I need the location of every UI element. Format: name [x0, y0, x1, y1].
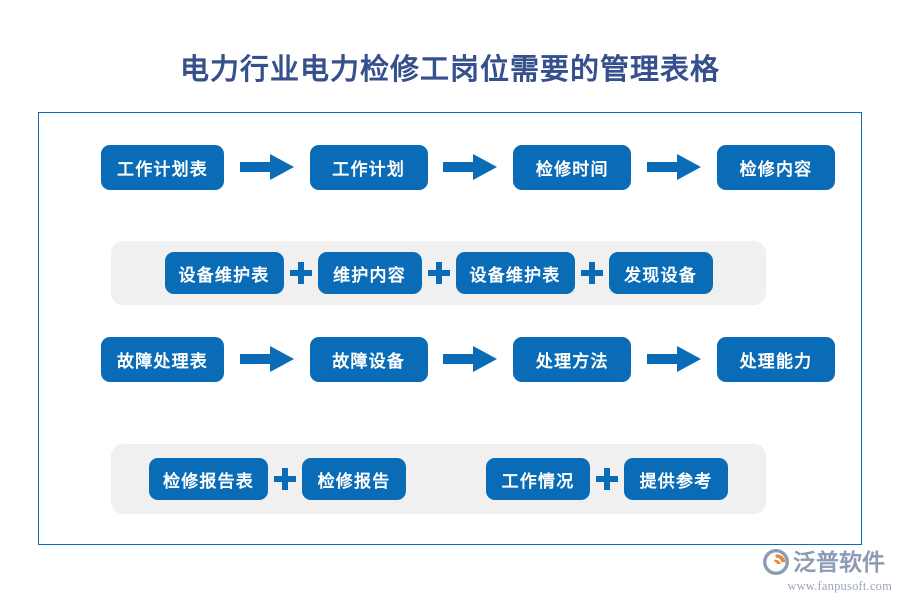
flow-node[interactable]: 设备维护表 [164, 252, 284, 294]
flow-node[interactable]: 处理方法 [513, 336, 632, 382]
flow-row-equipment-maintenance: 设备维护表 维护内容 设备维护表 [111, 241, 766, 305]
flow-node[interactable]: 工作计划 [309, 144, 428, 190]
arrow-right-icon [443, 154, 498, 180]
flow-node[interactable]: 发现设备 [608, 252, 713, 294]
flow-node-label: 设备维护表 [178, 265, 270, 285]
flow-node-label: 维护内容 [333, 265, 406, 285]
flow-node[interactable]: 处理能力 [716, 336, 835, 382]
flow-node[interactable]: 检修时间 [513, 144, 632, 190]
flow-node-label: 设备维护表 [469, 265, 561, 285]
flow-node-label: 检修报告表 [163, 471, 254, 491]
arrow-right-icon [239, 154, 294, 180]
flow-node[interactable]: 检修报告表 [149, 458, 268, 500]
brand-url: www.fanpusoft.com [787, 579, 892, 593]
brand-logo: 泛普软件 www.fanpusoft.com [762, 547, 892, 593]
flow-node[interactable]: 检修内容 [716, 144, 835, 190]
page-title: 电力行业电力检修工岗位需要的管理表格 [179, 54, 720, 86]
arrow-right-icon [443, 346, 498, 372]
flow-row-work-plan: 工作计划表 工作计划 检修时间 [39, 137, 863, 197]
flow-node-label: 检修报告 [317, 471, 391, 491]
brand-logo-row: 泛普软件 [762, 547, 892, 577]
flow-node-label: 处理方法 [535, 351, 609, 371]
flow-node-label: 处理能力 [739, 351, 813, 371]
plus-icon [268, 468, 302, 490]
flow-node[interactable]: 维护内容 [317, 252, 422, 294]
flow-row-fault-handling: 故障处理表 故障设备 处理方法 [39, 329, 863, 389]
plus-icon [284, 262, 318, 284]
flow-node-label: 提供参考 [639, 471, 713, 491]
flow-row-content: 检修报告表 检修报告 工作情况 [111, 458, 766, 500]
flow-node[interactable]: 检修报告 [302, 458, 406, 500]
fanpu-swoosh-icon [762, 548, 790, 576]
diagram-panel: 工作计划表 工作计划 检修时间 [38, 112, 862, 545]
arrow-right-icon [647, 346, 702, 372]
flow-node-label: 检修时间 [535, 159, 609, 179]
flow-row-content: 设备维护表 维护内容 设备维护表 [111, 252, 766, 294]
flow-node[interactable]: 提供参考 [624, 458, 728, 500]
plus-icon [575, 262, 609, 284]
brand-name: 泛普软件 [793, 549, 885, 575]
flow-row-inspection-report: 检修报告表 检修报告 工作情况 [111, 444, 766, 514]
flow-node[interactable]: 工作情况 [486, 458, 590, 500]
flow-node[interactable]: 设备维护表 [455, 252, 575, 294]
flow-node-label: 检修内容 [739, 159, 813, 179]
flow-node-label: 故障处理表 [117, 351, 208, 371]
flow-node-label: 工作情况 [501, 471, 575, 491]
flow-node[interactable]: 故障处理表 [101, 336, 224, 382]
flow-node-label: 发现设备 [624, 265, 697, 285]
plus-icon [422, 262, 456, 284]
plus-icon [590, 468, 624, 490]
flow-node-label: 工作计划 [332, 159, 406, 179]
flow-node[interactable]: 工作计划表 [101, 144, 224, 190]
flow-node-label: 工作计划表 [117, 159, 208, 179]
flow-node-label: 故障设备 [332, 351, 406, 371]
arrow-right-icon [239, 346, 294, 372]
arrow-right-icon [647, 154, 702, 180]
flow-node[interactable]: 故障设备 [309, 336, 428, 382]
